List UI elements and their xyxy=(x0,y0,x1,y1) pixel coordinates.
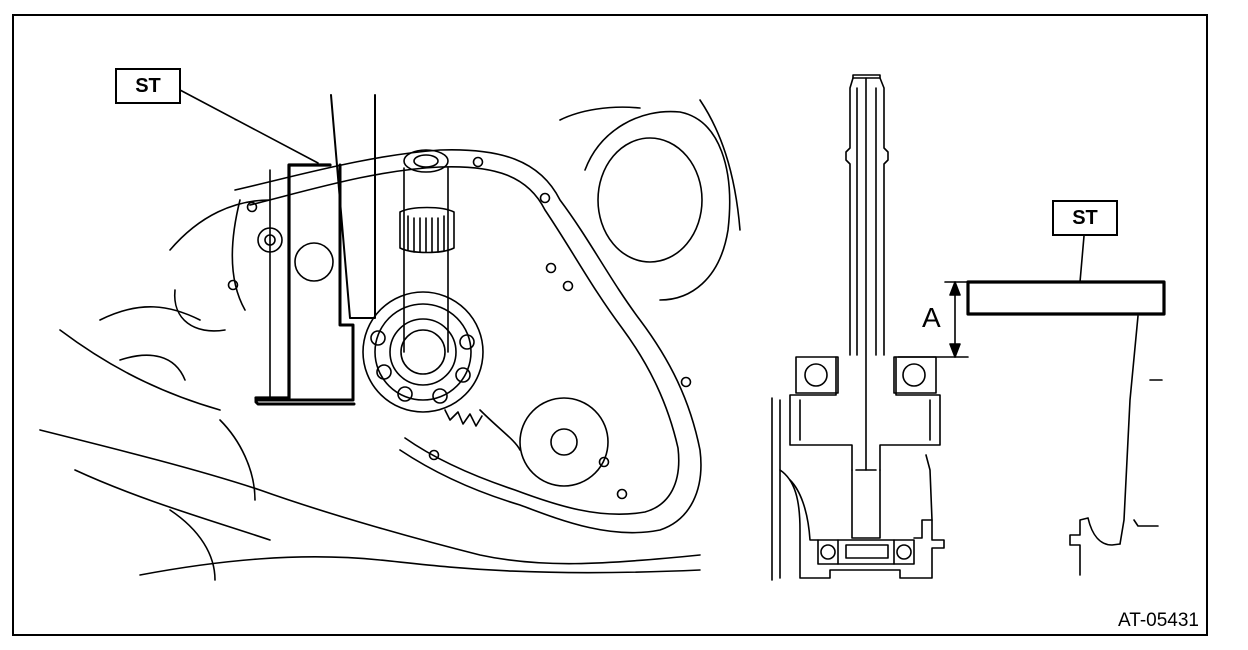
bolt-hole xyxy=(616,488,628,500)
boss-right-inner xyxy=(550,428,578,456)
bearing-outer-race-inner xyxy=(374,303,472,401)
input-shaft-end xyxy=(403,149,449,173)
bearing-inner-race xyxy=(389,318,457,386)
bolt-hole xyxy=(428,449,440,461)
case-contour-4 xyxy=(169,199,271,251)
case-rib-upper xyxy=(559,106,641,121)
bolt-hole xyxy=(539,192,551,204)
callout-leader-left xyxy=(179,89,319,164)
case-contour-5 xyxy=(174,289,226,332)
boss-right-outer xyxy=(519,397,609,487)
gasket-flange-inner xyxy=(249,165,680,515)
figure-id: AT-05431 xyxy=(1118,610,1199,631)
right-illustration xyxy=(771,74,1166,581)
callout-st-left: ST xyxy=(115,68,181,104)
bearing-ball xyxy=(376,364,392,380)
case-contour-1 xyxy=(59,329,221,411)
lower-shaft xyxy=(851,469,881,539)
boss-right-rib xyxy=(479,409,521,451)
housing-left-floor xyxy=(779,469,945,579)
case-contour-8 xyxy=(219,419,256,501)
hub-flange xyxy=(789,356,941,471)
case-outline-lower xyxy=(39,429,701,565)
case-contour-7 xyxy=(169,509,216,581)
bearing-ball xyxy=(397,386,413,402)
bearing-ball xyxy=(459,334,475,350)
bolt-hole xyxy=(472,156,484,168)
housing-left-wall xyxy=(771,397,781,581)
shaft-splines xyxy=(407,215,445,253)
right-housing-profile xyxy=(1069,517,1121,576)
case-contour-2 xyxy=(99,306,201,321)
bearing-right xyxy=(893,356,937,394)
bearing-outer-race xyxy=(362,291,484,413)
hub-flange-inner xyxy=(799,399,931,441)
dimension-arrow-top xyxy=(949,281,961,296)
bearing-left-ball xyxy=(804,363,828,387)
lower-bearing-left xyxy=(817,539,839,565)
housing-left-inner xyxy=(789,479,819,541)
case-boss-rim xyxy=(584,110,731,301)
bearing-bore xyxy=(400,329,446,375)
callout-st-right: ST xyxy=(1052,200,1118,236)
case-boss-large xyxy=(597,137,703,263)
bearing-ball xyxy=(432,388,448,404)
bolt-hole xyxy=(562,280,574,292)
bolt-hole xyxy=(227,279,239,291)
bearing-left xyxy=(795,356,839,394)
housing-right-wall xyxy=(925,454,933,521)
case-contour-6 xyxy=(74,469,271,541)
input-shaft-bore xyxy=(413,154,439,168)
callout-leader-right xyxy=(1079,235,1085,283)
bearing-ball xyxy=(370,330,386,346)
gasket-flange-outer xyxy=(234,148,702,534)
shaft-right-edge xyxy=(879,77,889,356)
bearing-right-ball xyxy=(902,363,926,387)
lower-hub xyxy=(837,539,895,565)
bearing-ball xyxy=(455,367,471,383)
tool-block-bottom xyxy=(254,396,356,406)
tool-block-right xyxy=(966,280,1166,316)
case-rib-right xyxy=(699,99,741,231)
figure-frame xyxy=(12,14,1208,636)
lower-bearing-right-ball xyxy=(896,544,912,560)
bolt-hole xyxy=(598,456,610,468)
shaft-spline-band xyxy=(399,206,455,254)
shaft-left-edge xyxy=(845,77,854,356)
right-housing-line-3 xyxy=(1133,519,1159,527)
case-contour-3 xyxy=(119,354,186,381)
input-shaft xyxy=(403,167,449,353)
case-outline-bottom xyxy=(139,556,701,576)
left-illustration xyxy=(39,89,741,581)
bolt-hole xyxy=(680,376,692,388)
dimension-arrow-bottom xyxy=(949,343,961,358)
right-housing-line xyxy=(1119,315,1139,545)
tool-block-left xyxy=(254,163,332,400)
tool-block-hole xyxy=(294,242,334,282)
bolt-hole xyxy=(545,262,557,274)
lower-bearing-left-ball xyxy=(820,544,836,560)
dimension-label-a: A xyxy=(922,302,941,333)
bolt-hole xyxy=(246,201,258,213)
press-rod xyxy=(330,94,376,319)
lower-bearing-right xyxy=(893,539,915,565)
gasket-flange-left xyxy=(231,199,246,311)
gear-teeth xyxy=(444,409,483,427)
